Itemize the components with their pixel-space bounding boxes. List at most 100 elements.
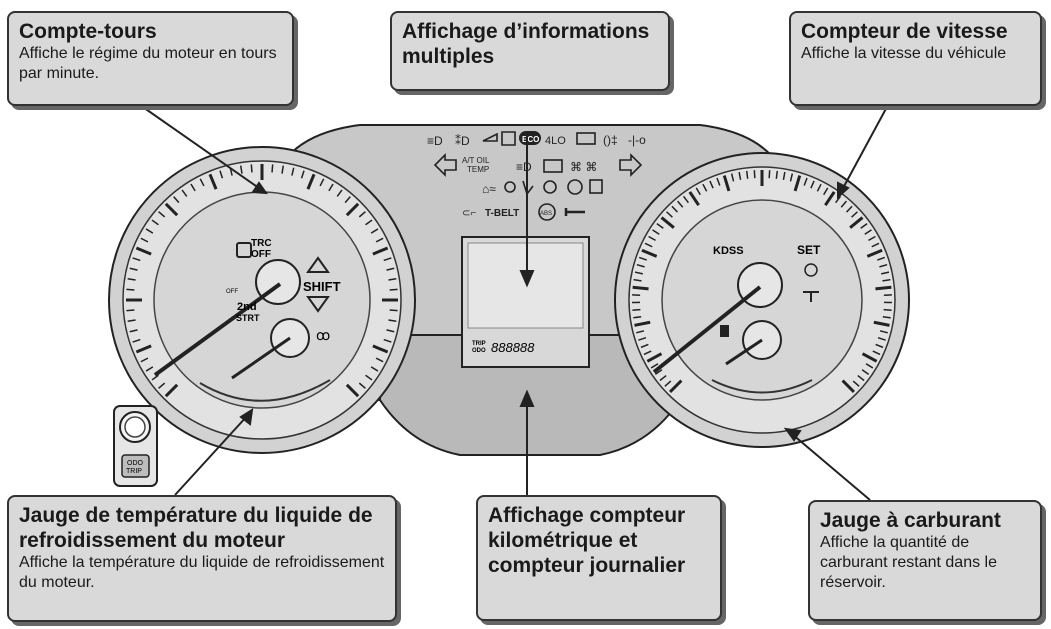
dial-tick [789, 173, 794, 182]
callout-title: Jauge de température du liquide de refro… [19, 504, 373, 553]
dial-tick [129, 329, 138, 333]
dial-tick [208, 173, 218, 190]
dial-tick [140, 357, 149, 363]
dial-tick [641, 248, 658, 258]
dial-tick [745, 170, 749, 179]
dial-tick [386, 267, 395, 271]
turn-signal-left-icon [433, 153, 457, 177]
callout-coolant-temp: Jauge de température du liquide de refro… [7, 495, 397, 622]
dial-tick [660, 216, 675, 229]
dial-tick [300, 170, 305, 179]
dial-tick [793, 175, 802, 192]
dial-tick [650, 363, 659, 369]
t-belt-label: T-BELT [485, 208, 519, 219]
callout-title: Compteur de vitesse [801, 20, 1008, 43]
eco-indicator [519, 131, 541, 145]
dial-tick [345, 202, 360, 217]
dial-tick [669, 379, 683, 393]
callout-description: Affiche la quantité de carburant restant… [820, 534, 997, 592]
shift-up-icon [306, 256, 330, 273]
dial-tick [841, 379, 855, 393]
dial-tick [824, 191, 836, 207]
dial-tick [145, 366, 154, 372]
dial-tick [145, 228, 154, 234]
dial-tick [388, 319, 397, 323]
dial-tick [646, 352, 663, 363]
odo-trip-button[interactable]: ODO TRIP [113, 405, 158, 487]
dial-tick [132, 257, 141, 262]
dial-tick [865, 363, 874, 369]
dial-tick [633, 278, 642, 282]
dial-tick [816, 183, 822, 192]
dial-tick [306, 173, 316, 190]
dial-tick [370, 228, 379, 234]
wrench-icon [564, 208, 585, 216]
battery-icon [543, 159, 563, 173]
key-icon: ⊂⌐ [462, 208, 476, 219]
dial-tick [875, 343, 884, 349]
check-engine-icon [576, 132, 596, 145]
dial-tick [877, 336, 886, 341]
dial-tick [271, 164, 274, 173]
tire-pressure-icon [567, 179, 583, 195]
key-icon: -|-o [628, 133, 646, 147]
dial-tick [775, 170, 779, 179]
dial-tick [882, 278, 891, 282]
dial-tick [730, 173, 735, 182]
dial-tick [372, 246, 389, 256]
dial-tick [666, 211, 673, 218]
dial-tick [632, 308, 641, 311]
dial-tick [365, 219, 373, 226]
dial-tick [383, 338, 392, 343]
kdss-label: KDSS [713, 245, 744, 257]
slip-indicator-icon [482, 132, 498, 142]
dial-tick [638, 336, 647, 341]
dial-tick [151, 219, 159, 226]
dial-tick [370, 366, 379, 372]
dial-tick [126, 309, 135, 312]
dial-tick [702, 183, 708, 192]
dial-tick [140, 237, 149, 243]
dial-tick [851, 211, 858, 218]
dial-tick [879, 330, 888, 334]
dial-tick [358, 211, 366, 218]
dial-tick [875, 285, 892, 291]
second-start-label: 2nd [237, 301, 257, 313]
dial-tick [877, 256, 886, 261]
dial-tick [633, 315, 642, 319]
cruise-set-label: SET [797, 243, 821, 257]
dial-tick [688, 191, 700, 207]
at-oil-temp-label: A/T OIL [462, 156, 490, 165]
dial-tick [677, 200, 684, 208]
leader-lines [139, 104, 889, 501]
svg-text:OFF: OFF [251, 249, 271, 260]
dial-tick [652, 229, 660, 235]
abs-icon [538, 203, 556, 221]
svg-text:STRT: STRT [236, 313, 260, 323]
svg-text:ABS: ABS [540, 211, 552, 217]
dial-tick [864, 229, 872, 235]
dial-tick [129, 267, 138, 271]
seatbelt-icon [504, 181, 516, 193]
dial-tick [871, 242, 880, 248]
dial-tick [656, 222, 664, 229]
dial-tick [866, 248, 883, 258]
dial-tick [239, 165, 243, 174]
callout-speedometer: Compteur de vitesse Affiche la vitesse d… [789, 11, 1042, 106]
fuel-pump-icon [720, 325, 729, 337]
dial-tick [840, 200, 847, 208]
dial-tick [135, 344, 152, 354]
dial-tick [654, 369, 663, 375]
door-open-icon [589, 179, 603, 194]
dial-tick [344, 196, 351, 204]
dial-tick [372, 344, 389, 354]
dial-tick [823, 187, 829, 196]
dial-tick [861, 352, 878, 363]
callout-description: Affiche le régime du moteur en tours par… [19, 45, 277, 83]
dial-tick [861, 369, 870, 375]
dial-tick [860, 222, 868, 229]
dial-tick [640, 343, 649, 349]
dial-tick [872, 350, 881, 356]
dial-tick [881, 271, 890, 275]
